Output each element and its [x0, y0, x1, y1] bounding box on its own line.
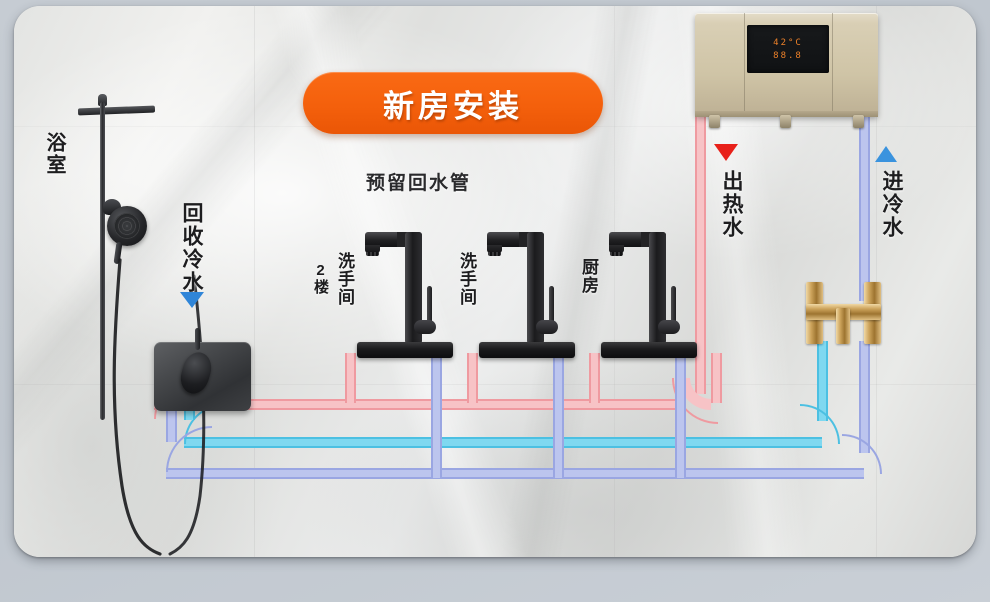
arrow-down-hot-out-icon [714, 144, 738, 161]
faucet-lever-cap[interactable] [414, 320, 436, 334]
heater-display-line1: 42°C [773, 37, 803, 48]
faucet-3[interactable] [601, 228, 697, 358]
label-recycle-cold-water: 回收冷水 [180, 202, 203, 294]
concealed-mixer-valve[interactable] [154, 328, 251, 411]
faucet-1-floor-label: 2楼 [312, 262, 329, 294]
shower-slide-bar [100, 102, 105, 420]
faucet-2[interactable] [479, 228, 575, 358]
label-cold-water-in: 进冷水 [880, 170, 903, 239]
heater-outlet-mid [780, 115, 791, 128]
faucet-lever-cap[interactable] [658, 320, 680, 334]
label-bathroom: 浴室 [43, 132, 65, 176]
faucet-column [405, 280, 422, 344]
tile-seam [876, 6, 877, 557]
pipe-cold-heater-riser [859, 116, 870, 301]
heater-base-strip [695, 111, 878, 117]
pipe-hot-riser-2 [467, 353, 478, 403]
arrow-down-recycle-cold-icon [180, 292, 204, 308]
faucet-1[interactable] [357, 228, 453, 358]
brass-center-drop [836, 308, 850, 344]
heater-seam-right [832, 13, 833, 116]
brass-tee-fitting [803, 282, 885, 344]
pipe-cold-tee-drop [859, 341, 870, 453]
title-banner: 新房安装 [303, 72, 603, 134]
heater-outlet-hot [709, 115, 720, 128]
label-reserved-return-pipe: 预留回水管 [366, 173, 472, 194]
faucet-lever[interactable] [671, 286, 676, 326]
tile-seam [14, 384, 976, 385]
water-heater[interactable]: 42°C 88.8 [695, 13, 878, 128]
faucet-spout [365, 245, 380, 253]
pipe-hot-vertical [695, 102, 706, 394]
tile-seam [254, 6, 255, 557]
illustration-card: 42°C 88.8 [14, 6, 976, 557]
faucet-column [527, 280, 544, 344]
faucet-1-name-label: 洗手间 [335, 252, 354, 306]
pipe-hot-riser-3 [589, 353, 600, 403]
faucet-neck [405, 232, 422, 294]
mixer-stem [195, 328, 200, 350]
faucet-aerator [366, 252, 379, 256]
faucet-spout [609, 245, 624, 253]
heater-display-panel[interactable]: 42°C 88.8 [747, 25, 829, 73]
faucet-lever-cap[interactable] [536, 320, 558, 334]
faucet-spout [487, 245, 502, 253]
faucet-base [357, 342, 453, 358]
pipe-hot-branch-right [711, 353, 722, 403]
faucet-neck [649, 232, 666, 294]
pipe-hot-trunk [154, 399, 681, 410]
heater-seam-left [744, 13, 745, 116]
heater-inlet-cold [853, 115, 864, 128]
arrow-up-cold-in-icon [875, 146, 897, 162]
pipe-hot-riser-1 [345, 353, 356, 403]
label-hot-water-out: 出热水 [720, 170, 743, 239]
faucet-aerator [610, 252, 623, 256]
pipe-cold-riser-2 [553, 353, 564, 478]
heater-display-line2: 88.8 [773, 50, 803, 61]
faucet-base [479, 342, 575, 358]
shower-top-cap [98, 94, 107, 106]
pipe-return-trunk [184, 437, 822, 448]
handheld-shower-head[interactable] [107, 206, 147, 246]
faucet-neck [527, 232, 544, 294]
tile-seam [614, 6, 615, 557]
faucet-base [601, 342, 697, 358]
pipe-cold-riser-3 [675, 353, 686, 478]
pipe-cold-trunk [166, 468, 864, 479]
faucet-lever[interactable] [427, 286, 432, 326]
faucet-aerator [488, 252, 501, 256]
faucet-lever[interactable] [549, 286, 554, 326]
title-banner-label: 新房安装 [383, 88, 523, 124]
faucet-3-name-label: 厨房 [579, 258, 598, 294]
pipe-cold-riser-1 [431, 353, 442, 478]
pipe-return-riser [817, 341, 828, 421]
faucet-2-name-label: 洗手间 [457, 252, 476, 306]
mixer-handle[interactable] [176, 348, 216, 398]
faucet-column [649, 280, 666, 344]
